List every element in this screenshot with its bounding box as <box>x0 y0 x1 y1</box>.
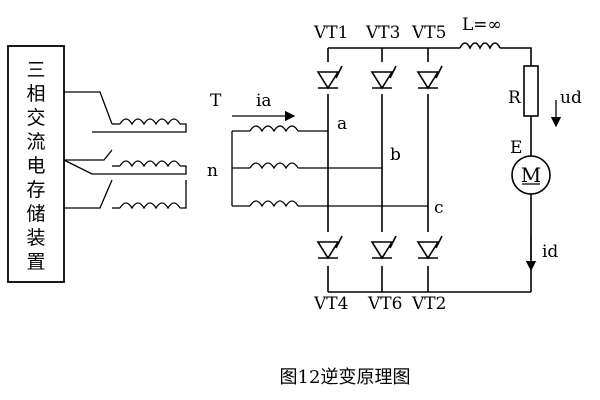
dc-current-label: id <box>542 242 558 262</box>
source-char: 装 <box>26 227 45 249</box>
vt6-label: VT6 <box>367 294 402 314</box>
motor-emf-label: E <box>510 138 522 158</box>
source-char: 三 <box>26 59 45 81</box>
source-char: 电 <box>26 155 45 177</box>
vt1-label: VT1 <box>313 23 348 43</box>
thyristor-vt5 <box>416 62 443 94</box>
thyristor-vt3 <box>370 62 397 94</box>
ac-source-box <box>7 45 65 283</box>
thyristor-vt2 <box>416 232 443 266</box>
resistor <box>523 65 539 117</box>
source-char: 交 <box>26 107 45 129</box>
figure-caption: 图12逆变原理图 <box>280 367 411 388</box>
transformer-label: T <box>210 91 222 111</box>
transformer-primary <box>63 91 187 210</box>
thyristor-vt4 <box>316 232 343 266</box>
transformer-secondary <box>231 125 428 208</box>
source-char: 存 <box>26 179 45 201</box>
ac-source-label: 三 相 交 流 电 存 储 装 置 <box>26 59 45 273</box>
voltage-label: ud <box>560 88 582 108</box>
vt5-label: VT5 <box>411 23 446 43</box>
thyristor-vt6 <box>370 232 397 266</box>
phase-b-label: b <box>390 145 401 165</box>
source-char: 置 <box>26 251 45 273</box>
thyristor-vt1 <box>316 62 343 94</box>
resistor-label: R <box>508 88 522 108</box>
inductor-label: L=∞ <box>462 15 502 35</box>
motor-symbol: M <box>521 163 541 187</box>
neutral-label: n <box>207 161 218 181</box>
inductor <box>459 42 532 66</box>
vt3-label: VT3 <box>365 23 400 43</box>
current-ia-label: ia <box>256 91 272 111</box>
source-char: 流 <box>26 131 45 153</box>
source-char: 储 <box>26 203 45 225</box>
vt2-label: VT2 <box>411 294 446 314</box>
phase-c-label: c <box>434 198 444 218</box>
source-char: 相 <box>26 83 45 105</box>
phase-a-label: a <box>337 114 347 134</box>
vt4-label: VT4 <box>313 294 348 314</box>
